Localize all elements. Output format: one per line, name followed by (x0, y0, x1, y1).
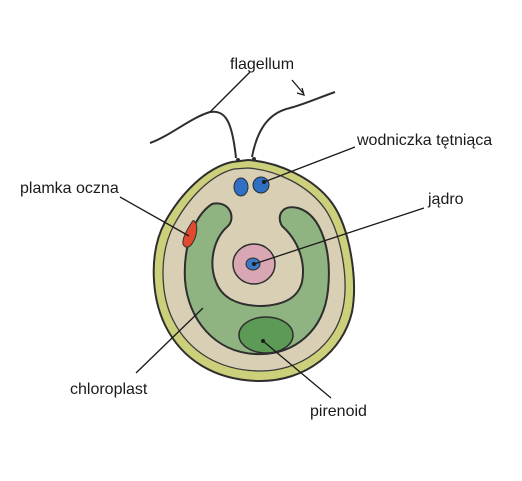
pyrenoid (238, 316, 294, 354)
pointer-flagellum (209, 71, 251, 113)
pointer-nucleus (253, 207, 425, 265)
label-eyespot: plamka oczna (20, 180, 119, 197)
flagellum-right (251, 91, 336, 158)
label-nucleus: jądro (427, 191, 464, 208)
pointer-flagellum-arrow (291, 79, 304, 94)
pointer-flagellum-arrowhead (296, 87, 305, 96)
pointer-nucleus-dot (252, 262, 256, 266)
pointer-pyrenoid-dot (261, 339, 265, 343)
basal-body-left (236, 158, 240, 162)
label-chloroplast: chloroplast (70, 381, 148, 398)
basal-body-right (252, 157, 256, 161)
pointer-chloroplast (135, 307, 204, 374)
pointer-pyrenoid (262, 340, 332, 399)
label-flagellum: flagellum (230, 56, 294, 73)
eyespot (182, 220, 198, 248)
contractile-vacuole-left (233, 177, 249, 197)
chloroplast (183, 202, 330, 356)
contractile-vacuole-right (252, 176, 270, 194)
flagellum-left (149, 110, 237, 159)
label-contractile-vacuole: wodniczka tętniąca (356, 132, 492, 149)
pointer-eyespot (119, 196, 190, 237)
label-pyrenoid: pirenoid (310, 403, 367, 420)
pointer-contractile-vacuole-dot (262, 180, 266, 184)
pointer-contractile-vacuole (263, 146, 356, 183)
